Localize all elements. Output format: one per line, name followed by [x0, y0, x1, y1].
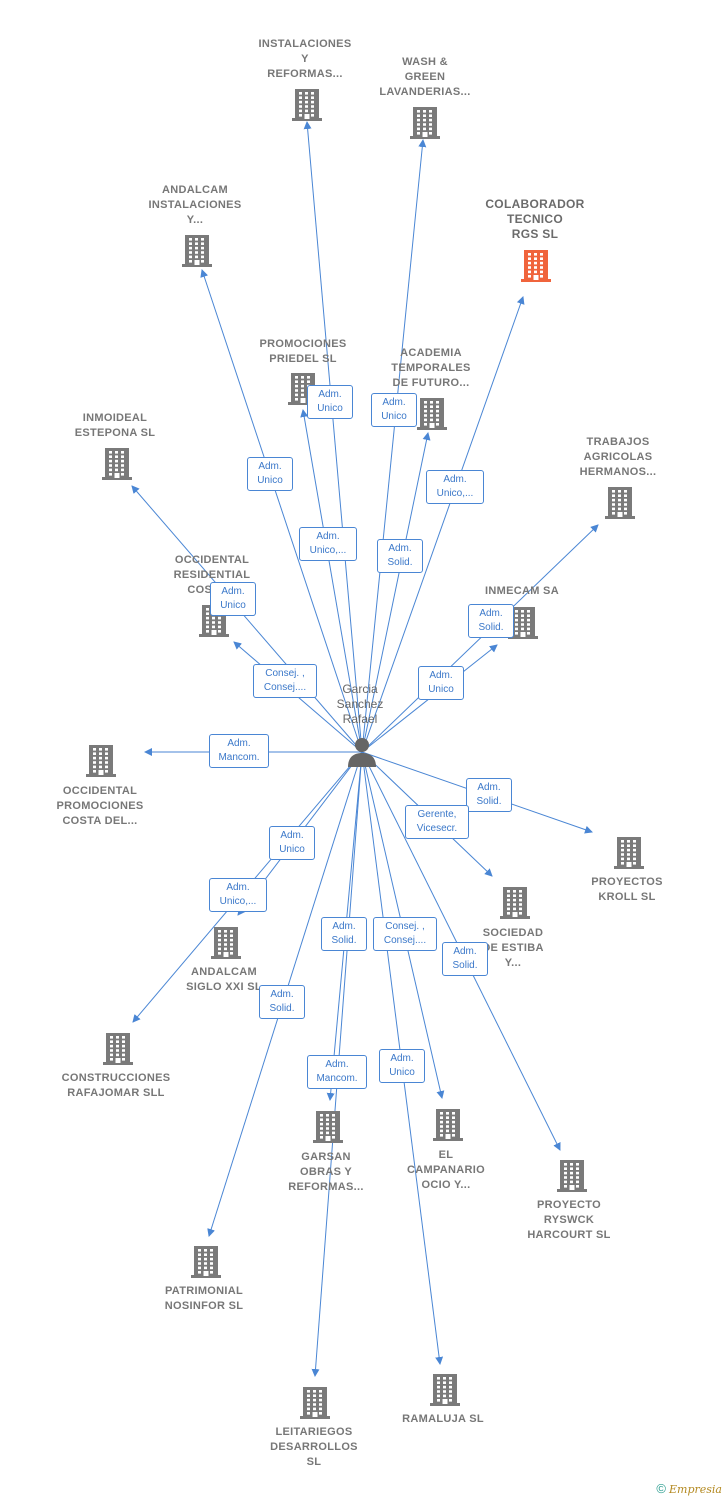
building-icon — [500, 887, 530, 919]
building-icon — [430, 1374, 460, 1406]
company-node-wash[interactable] — [410, 105, 440, 139]
relation-label-andalcam_inst[interactable]: Adm. Unico — [247, 457, 293, 491]
company-label-kroll[interactable]: PROYECTOS KROLL SL — [591, 876, 663, 903]
company-label-instalaciones[interactable]: INSTALACIONES Y REFORMAS... — [258, 38, 352, 80]
brand-logo: Empresia — [669, 1483, 722, 1496]
building-icon — [300, 1387, 330, 1419]
company-label-academia[interactable]: ACADEMIA TEMPORALES DE FUTURO... — [391, 347, 471, 389]
relation-label-priedel[interactable]: Adm. Unico,... — [299, 527, 357, 561]
company-node-garsan[interactable] — [313, 1109, 343, 1143]
edge-colaborador — [361, 296, 525, 753]
company-label-priedel[interactable]: PROMOCIONES PRIEDEL SL — [259, 338, 347, 365]
edge-trabajos — [361, 524, 599, 753]
relation-label-ramaluja[interactable]: Adm. Unico — [379, 1049, 425, 1083]
relation-label-nosinfor[interactable]: Adm. Solid. — [259, 985, 305, 1019]
relation-label-campanario[interactable]: Consej. , Consej.... — [373, 917, 437, 951]
building-icon — [86, 745, 116, 777]
company-label-inmecam[interactable]: INMECAM SA — [485, 585, 559, 597]
relation-label-academia[interactable]: Adm. Solid. — [377, 539, 423, 573]
edge-inmoideal — [131, 485, 363, 753]
company-label-campanario[interactable]: EL CAMPANARIO OCIO Y... — [407, 1149, 485, 1191]
company-label-nosinfor[interactable]: PATRIMONIAL NOSINFOR SL — [164, 1285, 244, 1312]
building-icon — [103, 1033, 133, 1065]
company-node-instalaciones[interactable] — [292, 87, 322, 121]
company-node-leitariegos[interactable] — [300, 1385, 330, 1419]
relation-label-leitariegos[interactable]: Adm. Mancom. — [307, 1055, 367, 1089]
company-node-rafajomar[interactable] — [103, 1031, 133, 1065]
company-node-academia[interactable] — [417, 396, 447, 430]
building-icon — [605, 487, 635, 519]
footer-brand: © Empresia — [656, 1481, 722, 1496]
company-node-ryswck[interactable] — [557, 1158, 587, 1192]
company-node-kroll[interactable] — [614, 835, 644, 869]
relation-label-garsan[interactable]: Adm. Solid. — [321, 917, 367, 951]
person-icon — [348, 738, 376, 767]
relation-label-instalaciones[interactable]: Adm. Unico — [307, 385, 353, 419]
building-icon — [182, 235, 212, 267]
building-icon — [417, 398, 447, 430]
building-icon — [211, 927, 241, 959]
company-label-ryswck[interactable]: PROYECTO RYSWCK HARCOURT SL — [527, 1199, 611, 1241]
center-person-label: Garcia Sanchez Rafael — [336, 682, 384, 726]
edge-academia — [361, 432, 431, 753]
company-node-trabajos[interactable] — [605, 485, 635, 519]
company-label-inmoideal[interactable]: INMOIDEAL ESTEPONA SL — [74, 412, 156, 439]
relation-label-siglo[interactable]: Adm. Unico,... — [209, 878, 267, 912]
building-icon — [410, 107, 440, 139]
relation-label-inmecam[interactable]: Adm. Unico — [418, 666, 464, 700]
building-icon — [102, 448, 132, 480]
company-label-wash[interactable]: WASH & GREEN LAVANDERIAS... — [379, 56, 471, 98]
relation-label-kroll[interactable]: Adm. Solid. — [466, 778, 512, 812]
edge-instalaciones — [303, 121, 363, 753]
building-icon — [614, 837, 644, 869]
company-node-ramaluja[interactable] — [430, 1372, 460, 1406]
company-node-nosinfor[interactable] — [191, 1244, 221, 1278]
company-node-campanario[interactable] — [433, 1107, 463, 1141]
company-node-estiba[interactable] — [500, 885, 530, 919]
relation-label-inmoideal[interactable]: Adm. Unico — [210, 582, 256, 616]
relation-label-estiba[interactable]: Gerente, Vicesecr. — [405, 805, 469, 839]
company-label-siglo[interactable]: ANDALCAM SIGLO XXI SL — [186, 966, 262, 993]
edge-andalcam_inst — [200, 269, 363, 753]
company-node-inmoideal[interactable] — [102, 446, 132, 480]
building-icon — [313, 1111, 343, 1143]
company-node-andalcam_inst[interactable] — [182, 233, 212, 267]
copyright-icon: © — [656, 1481, 666, 1496]
company-node-colaborador[interactable] — [521, 248, 551, 282]
company-node-inmecam[interactable] — [508, 605, 538, 639]
relation-label-ryswck[interactable]: Adm. Solid. — [442, 942, 488, 976]
building-icon — [433, 1109, 463, 1141]
company-label-trabajos[interactable]: TRABAJOS AGRICOLAS HERMANOS... — [579, 436, 657, 478]
building-icon — [521, 250, 551, 282]
relation-label-wash[interactable]: Adm. Unico — [371, 393, 417, 427]
company-label-rafajomar[interactable]: CONSTRUCCIONES RAFAJOMAR SLL — [61, 1072, 171, 1099]
company-label-garsan[interactable]: GARSAN OBRAS Y REFORMAS... — [288, 1151, 364, 1193]
company-label-ramaluja[interactable]: RAMALUJA SL — [402, 1413, 484, 1425]
building-icon — [508, 607, 538, 639]
relation-label-occ_prom[interactable]: Adm. Mancom. — [209, 734, 269, 768]
relation-label-colaborador[interactable]: Adm. Unico,... — [426, 470, 484, 504]
company-label-occ_prom[interactable]: OCCIDENTAL PROMOCIONES COSTA DEL... — [56, 785, 144, 827]
relation-label-trabajos[interactable]: Adm. Solid. — [468, 604, 514, 638]
company-node-occ_prom[interactable] — [86, 743, 116, 777]
center-person[interactable] — [346, 736, 378, 768]
building-icon — [292, 89, 322, 121]
building-icon — [557, 1160, 587, 1192]
relation-label-rafajomar[interactable]: Adm. Unico — [269, 826, 315, 860]
company-label-leitariegos[interactable]: LEITARIEGOS DESARROLLOS SL — [270, 1426, 358, 1468]
edge-priedel — [300, 409, 363, 753]
company-label-andalcam_inst[interactable]: ANDALCAM INSTALACIONES Y... — [148, 184, 242, 226]
company-node-siglo[interactable] — [211, 925, 241, 959]
building-icon — [191, 1246, 221, 1278]
company-label-colaborador[interactable]: COLABORADOR TECNICO RGS SL — [485, 197, 585, 241]
relation-label-occ_res[interactable]: Consej. , Consej.... — [253, 664, 317, 698]
edge-wash — [361, 139, 427, 753]
